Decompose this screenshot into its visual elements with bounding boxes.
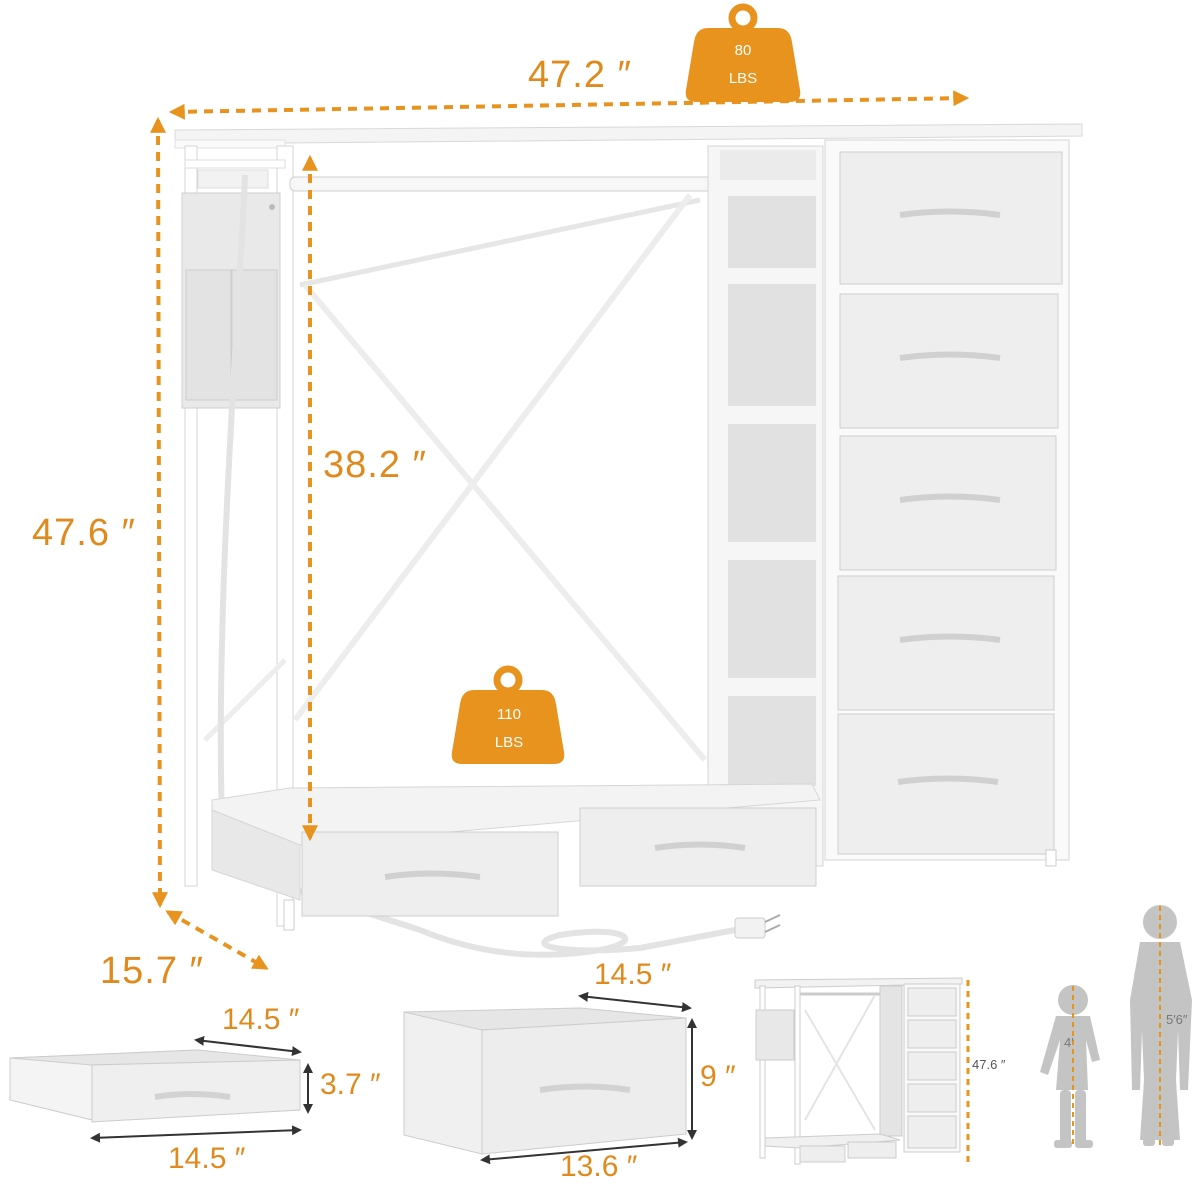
drawer-1 bbox=[839, 151, 1063, 285]
comparison-adult-height-label: 5′6″ bbox=[1166, 1012, 1188, 1027]
small-drawer-width-bottom-label: 14.5 ″ bbox=[168, 1142, 246, 1175]
dresser-drawers bbox=[837, 151, 1063, 855]
power-cord bbox=[217, 174, 736, 958]
drawer-3 bbox=[839, 435, 1057, 571]
height-arrow bbox=[150, 116, 168, 909]
dimension-lines bbox=[150, 90, 970, 970]
weight-top-unit: LBS bbox=[728, 70, 758, 87]
large-drawer-width-label: 14.5 ″ bbox=[594, 958, 672, 991]
weight-bottom-value: 110 bbox=[497, 706, 521, 723]
comparison-child-height-label: 4′ bbox=[1064, 1035, 1074, 1050]
small-drawer-height-label: 3.7 ″ bbox=[320, 1068, 381, 1101]
depth-arrow bbox=[165, 910, 269, 970]
bottom-drawers bbox=[301, 807, 817, 917]
weight-icon-top bbox=[685, 3, 801, 102]
rail-height-label: 38.2 ″ bbox=[323, 444, 427, 486]
weight-icon-bottom bbox=[451, 665, 565, 764]
depth-label: 15.7 ″ bbox=[100, 950, 204, 992]
height-label: 47.6 ″ bbox=[32, 512, 136, 554]
large-drawer-height-label: 9 ″ bbox=[700, 1060, 736, 1093]
drawer-4 bbox=[837, 575, 1055, 711]
drawer-2 bbox=[839, 293, 1059, 429]
width-label: 47.2 ″ bbox=[528, 54, 632, 96]
small-drawer bbox=[9, 1049, 301, 1123]
mini-wardrobe bbox=[754, 977, 963, 1165]
wardrobe-main bbox=[174, 123, 1083, 958]
comparison-unit-height-label: 47.6 ″ bbox=[972, 1057, 1006, 1072]
weight-top-value: 80 bbox=[734, 42, 752, 59]
child-silhouette bbox=[1040, 985, 1100, 1148]
large-drawer bbox=[403, 1007, 687, 1155]
top-board bbox=[174, 123, 1083, 145]
weight-bottom-unit: LBS bbox=[494, 734, 524, 751]
small-drawer-width-top-label: 14.5 ″ bbox=[222, 1003, 300, 1036]
width-arrow bbox=[168, 90, 970, 120]
cross-brace bbox=[302, 283, 708, 762]
drawer-5 bbox=[837, 713, 1055, 855]
hanging-rod bbox=[289, 176, 721, 192]
large-drawer-depth-label: 13.6 ″ bbox=[560, 1150, 638, 1183]
